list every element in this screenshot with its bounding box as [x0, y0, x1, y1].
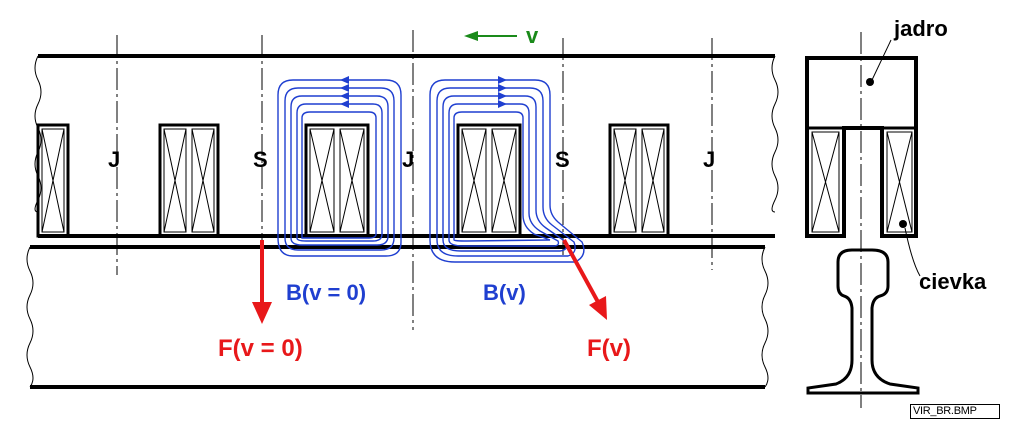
pole-label-s-1: S — [253, 147, 268, 172]
field-lines-static — [277, 79, 402, 257]
rail-cross-section — [806, 248, 920, 395]
pole-axis-lines — [116, 30, 713, 330]
force-arrow-static — [252, 240, 272, 324]
velocity-label: v — [526, 23, 539, 48]
field-arrows-static — [340, 76, 349, 108]
field-label-moving: B(v) — [483, 280, 526, 305]
pole-label-s-2: S — [555, 147, 570, 172]
coil-cross-section-left — [811, 131, 840, 233]
pole-label-j-3: J — [703, 147, 715, 172]
field-arrows-moving — [498, 76, 507, 108]
coil-pack-2 — [158, 123, 220, 238]
file-stamp-box — [910, 404, 1000, 419]
coil-callout — [899, 220, 921, 277]
pole-label-j-1: J — [108, 147, 120, 172]
velocity-arrow — [464, 31, 517, 41]
force-label-static: F(v = 0) — [218, 335, 303, 362]
rail-body — [26, 245, 769, 389]
coil-pack-4 — [456, 123, 522, 238]
core-callout — [866, 39, 892, 86]
core-cross-section — [805, 56, 918, 238]
pole-label-j-2: J — [402, 147, 414, 172]
force-label-moving: F(v) — [587, 335, 631, 362]
coil-pack-3 — [304, 123, 370, 238]
coil-pack-5 — [608, 123, 670, 238]
coil-label: cievka — [919, 269, 987, 294]
coil-pack-1 — [36, 123, 70, 238]
coil-cross-section-right — [886, 131, 913, 233]
field-lines-moving — [429, 79, 585, 263]
core-label: jadro — [893, 16, 948, 41]
file-stamp-label: VIR_BR.BMP — [913, 405, 977, 417]
field-label-static: B(v = 0) — [286, 280, 366, 305]
force-arrow-moving — [562, 239, 607, 320]
